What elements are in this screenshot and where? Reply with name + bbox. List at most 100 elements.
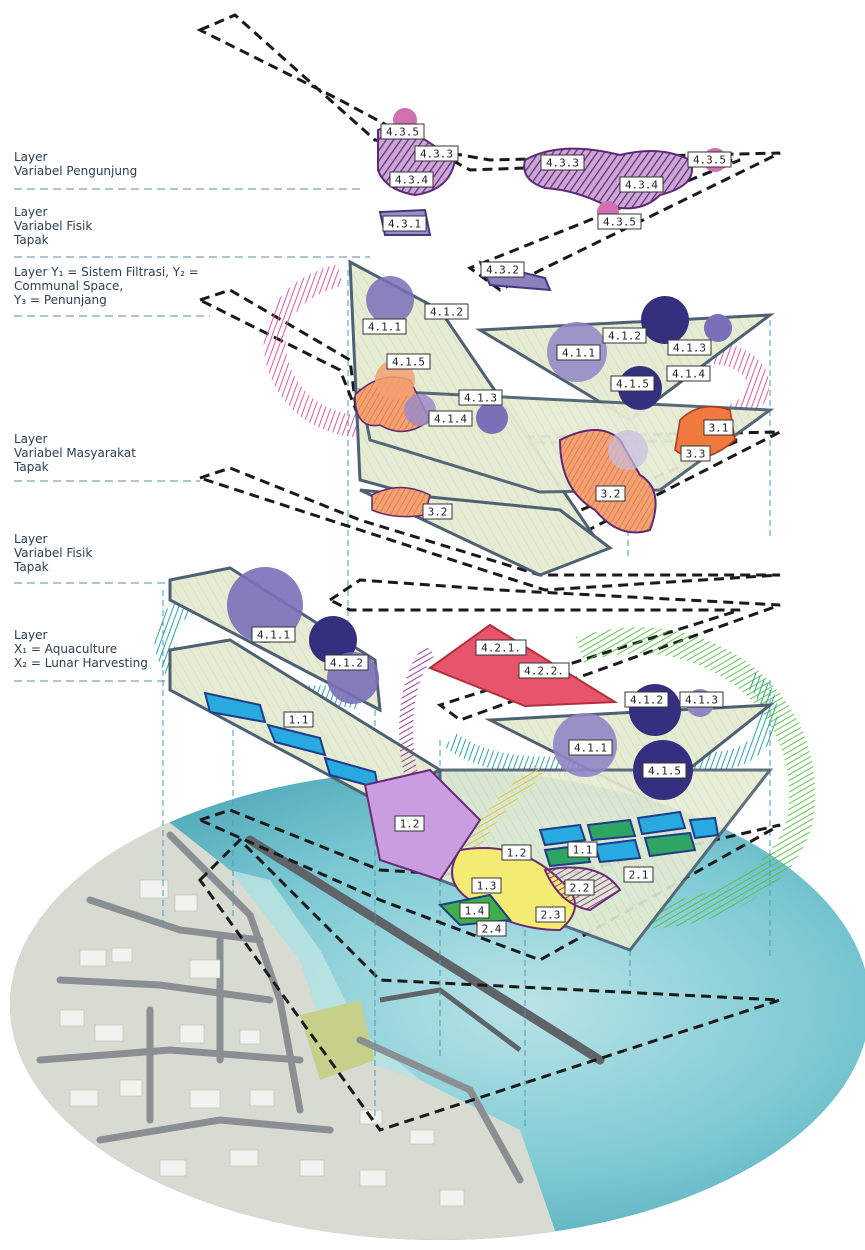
zone-tag: 2.1 xyxy=(623,866,654,883)
label-guides xyxy=(14,188,370,682)
zone-tag-box xyxy=(624,691,669,708)
zone-tag-label: 1.4 xyxy=(465,905,485,918)
zone-tag: 4.3.2 xyxy=(480,261,525,278)
zone-tag: 4.3.3 xyxy=(414,145,459,162)
zone-tag: 2.4 xyxy=(476,920,507,937)
zone-tag-label: 4.1.3 xyxy=(673,342,706,355)
zone-tag: 2.2 xyxy=(564,879,595,896)
zone-tag: 2.3 xyxy=(535,906,566,923)
building-blocks xyxy=(59,879,465,1207)
zone-tag: 4.3.4 xyxy=(619,176,664,193)
zone-tag-label: 4.1.2 xyxy=(430,306,463,319)
zone-tag-box xyxy=(471,877,502,894)
label-line: Layer xyxy=(14,532,48,546)
zone-tags: 4.3.54.3.34.3.44.3.14.3.24.3.34.3.44.3.5… xyxy=(251,123,734,937)
zone-tag: 4.1.2 xyxy=(324,654,369,671)
zone-tag-label: 4.1.5 xyxy=(616,378,649,391)
zone-tag-label: 4.2.1. xyxy=(481,642,521,655)
zone-tag-box xyxy=(380,123,425,140)
zone-tag: 4.1.3 xyxy=(458,389,503,406)
zone-tag-label: 4.1.2 xyxy=(630,694,663,707)
zone-tag: 3.2 xyxy=(422,503,453,520)
zone-tag-label: 4.3.5 xyxy=(603,216,636,229)
zone-tag-label: 4.3.1 xyxy=(388,218,421,231)
zone-tag: 4.1.2 xyxy=(602,327,647,344)
circle-4-1-2-lower xyxy=(309,616,357,664)
zone-tag-label: 4.1.3 xyxy=(685,694,718,707)
zone-tag-box xyxy=(424,303,469,320)
zone-tag-box xyxy=(501,844,532,861)
zone-tag-label: 2.1 xyxy=(629,869,649,882)
zone-tag-label: 4.1.1 xyxy=(257,629,290,642)
zone-tag-box xyxy=(386,353,431,370)
zone-tag: 4.1.2 xyxy=(624,691,669,708)
label-line: Layer xyxy=(14,150,48,164)
label-line: Variabel Pengunjung xyxy=(14,164,138,178)
zone-tag: 4.3.5 xyxy=(597,213,642,230)
zone-tag: 4.2.2. xyxy=(518,662,570,679)
zone-tag: 3.1 xyxy=(703,419,734,436)
label-line: X₂ = Lunar Harvesting xyxy=(14,656,148,670)
green-ring xyxy=(555,627,815,929)
label-line: Variabel Fisik xyxy=(14,546,93,560)
zone-tag-box xyxy=(535,906,566,923)
zone-tag-label: 1.2 xyxy=(400,818,420,831)
orange-zone-3-2 xyxy=(558,429,657,534)
zone-tag-box xyxy=(680,445,711,462)
aquaculture-grid xyxy=(538,810,720,868)
shore-strip xyxy=(230,870,420,1080)
zone-tag-label: 4.1.3 xyxy=(464,392,497,405)
label-line: Y₃ = Penunjang xyxy=(14,293,107,307)
zone-tag: 4.1.1 xyxy=(251,626,296,643)
zone-tag-box xyxy=(619,176,664,193)
zone-tag-box xyxy=(597,213,642,230)
zone-tag-label: 4.3.3 xyxy=(420,148,453,161)
zone-tag: 1.4 xyxy=(459,902,490,919)
runway xyxy=(245,835,605,1065)
zone-tag-box xyxy=(251,626,296,643)
system-layer-dashed-b xyxy=(195,466,781,592)
zone-tag-label: 3.2 xyxy=(428,506,448,519)
zone-tag-box xyxy=(687,151,732,168)
zone-tag: 4.1.5 xyxy=(642,762,687,779)
layer-sistem-komunal xyxy=(195,259,781,592)
side-label-masyarakat: Layer Variabel Masyarakat Tapak xyxy=(14,432,136,474)
zone-tag: 4.1.4 xyxy=(428,410,473,427)
lower-layer-dashed-a xyxy=(327,578,781,722)
zone-tag-label: 1.1 xyxy=(573,844,593,857)
zone-tag-label: 4.1.2 xyxy=(330,657,363,670)
zone-tag-box xyxy=(602,327,647,344)
zone-tag: 3.2 xyxy=(595,485,626,502)
zone-tag-label: 1.2 xyxy=(507,847,527,860)
green-patch xyxy=(300,1000,375,1080)
zone-tag-label: 2.4 xyxy=(482,923,502,936)
zone-tag-box xyxy=(556,344,601,361)
label-line: Communal Space, xyxy=(14,279,124,293)
circle-4-1-4 xyxy=(404,394,436,426)
zone-tag: 4.3.4 xyxy=(389,171,434,188)
circle-4-1-5 xyxy=(375,360,415,400)
zone-tag-label: 4.1.1 xyxy=(368,321,401,334)
zone-tag: 1.2 xyxy=(394,815,425,832)
zone-tag-label: 3.1 xyxy=(709,422,729,435)
zone-tag: 4.1.3 xyxy=(679,691,724,708)
zone-tag-label: 4.1.4 xyxy=(672,368,705,381)
side-label-fisik-lower: Layer Variabel Fisik Tapak xyxy=(14,532,92,574)
circle-4-1-1-lower xyxy=(227,567,303,643)
zone-tag-box xyxy=(703,419,734,436)
label-line: Layer xyxy=(14,205,48,219)
zone-tag-label: 4.3.4 xyxy=(625,179,658,192)
zone-tag-box xyxy=(667,339,712,356)
side-label-aquaculture: Layer X₁ = Aquaculture X₂ = Lunar Harves… xyxy=(14,628,148,670)
zone-tag: 1.3 xyxy=(471,877,502,894)
road-network xyxy=(36,831,524,1184)
zone-tag: 4.1.1 xyxy=(568,739,613,756)
label-line: Layer xyxy=(14,432,48,446)
lower-layer-dashed-b xyxy=(195,808,781,962)
zone-tag-label: 3.3 xyxy=(686,448,706,461)
zone-tag: 4.3.5 xyxy=(380,123,425,140)
side-label-pengunjung: Layer Variabel Pengunjung xyxy=(14,150,137,178)
zone-tag: 1.1 xyxy=(283,711,314,728)
zone-tag-box xyxy=(666,365,711,382)
zone-tag-label: 1.1 xyxy=(289,714,309,727)
